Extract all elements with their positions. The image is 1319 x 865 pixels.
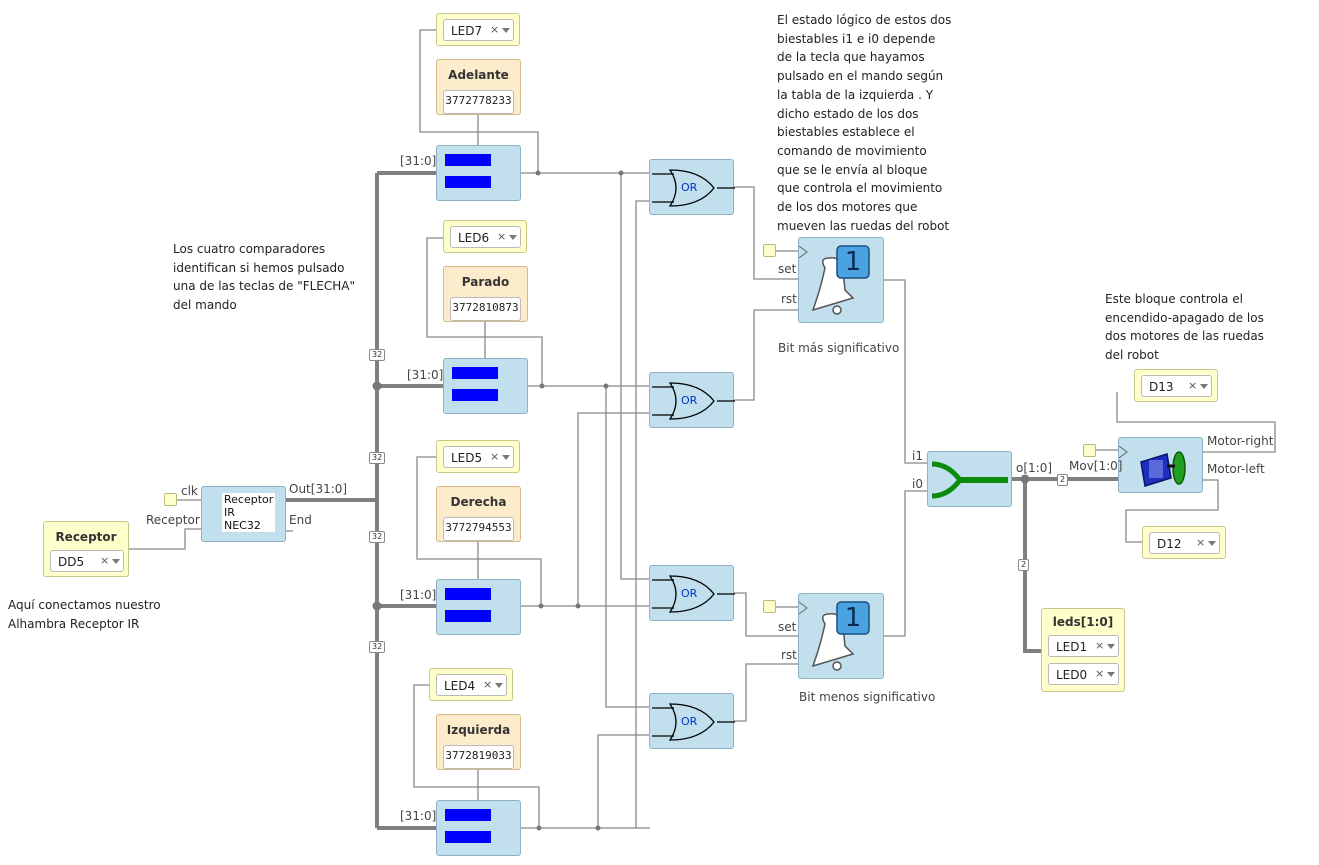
equals-icon bbox=[445, 831, 491, 843]
receptor-select[interactable]: DD5 × bbox=[50, 550, 124, 572]
motor-icon bbox=[1119, 445, 1186, 487]
comparator-4[interactable] bbox=[436, 800, 521, 856]
pin-leds[interactable]: leds[1:0] LED1 × LED0 × bbox=[1041, 608, 1125, 692]
or-gate-2[interactable]: OR bbox=[649, 372, 735, 428]
or-gate-icon bbox=[652, 575, 735, 613]
constant-adelante[interactable]: Adelante 3772778233 bbox=[436, 59, 521, 115]
ir-receiver-block[interactable]: Receptor IR NEC32 bbox=[201, 486, 286, 542]
equals-icon bbox=[445, 610, 491, 622]
constant-parado[interactable]: Parado 3772810873 bbox=[443, 266, 528, 322]
chevron-down-icon[interactable] bbox=[502, 28, 510, 33]
chevron-down-icon[interactable] bbox=[502, 455, 510, 460]
comparator-2[interactable] bbox=[443, 358, 528, 414]
or-gate-icon bbox=[652, 382, 735, 420]
equals-icon bbox=[452, 389, 498, 401]
remove-icon[interactable]: × bbox=[483, 678, 493, 691]
bus-width-tag: 32 bbox=[369, 349, 386, 361]
or-gate-3[interactable]: OR bbox=[649, 565, 735, 621]
motor-controller[interactable] bbox=[1118, 437, 1203, 493]
led7-select[interactable]: LED7 × bbox=[443, 19, 514, 41]
flipflop-msb-label: Bit más significativo bbox=[778, 341, 900, 355]
pin-d12[interactable]: D12 × bbox=[1142, 526, 1226, 559]
remove-icon[interactable]: × bbox=[1196, 536, 1206, 549]
equals-icon bbox=[445, 154, 491, 166]
bus-width-tag: 2 bbox=[1018, 559, 1030, 571]
bus-range-label: [31:0] bbox=[400, 588, 437, 602]
led6-select[interactable]: LED6 × bbox=[450, 226, 521, 248]
clk-pin[interactable] bbox=[763, 600, 776, 613]
comparator-3[interactable] bbox=[436, 579, 521, 635]
joiner-icon bbox=[931, 461, 1008, 499]
pin-led7[interactable]: LED7 × bbox=[436, 13, 520, 46]
note-flipflops: El estado lógico de estos dos biestables… bbox=[777, 13, 952, 233]
bus-width-tag: 32 bbox=[369, 531, 386, 543]
or-gate-icon bbox=[652, 703, 735, 741]
equals-icon bbox=[445, 176, 491, 188]
pin-receptor[interactable]: Receptor DD5 × bbox=[43, 521, 129, 577]
bell-icon bbox=[799, 245, 870, 315]
pin-led6[interactable]: LED6 × bbox=[443, 220, 527, 253]
equals-icon bbox=[445, 588, 491, 600]
constant-value-field[interactable]: 3772778233 bbox=[443, 90, 514, 114]
d13-select[interactable]: D13 × bbox=[1141, 375, 1212, 397]
led4-select[interactable]: LED4 × bbox=[436, 674, 507, 696]
constant-izquierda[interactable]: Izquierda 3772819033 bbox=[436, 714, 521, 770]
led0-select[interactable]: LED0 × bbox=[1048, 663, 1119, 685]
led1-select[interactable]: LED1 × bbox=[1048, 635, 1119, 657]
constant-derecha[interactable]: Derecha 3772794553 bbox=[436, 486, 521, 542]
chevron-down-icon[interactable] bbox=[1107, 672, 1115, 677]
led5-select[interactable]: LED5 × bbox=[443, 446, 514, 468]
equals-icon bbox=[452, 367, 498, 379]
note-motor: Este bloque controla el encendido-apagad… bbox=[1105, 292, 1264, 363]
chevron-down-icon[interactable] bbox=[495, 683, 503, 688]
remove-icon[interactable]: × bbox=[1095, 639, 1105, 652]
d12-select[interactable]: D12 × bbox=[1149, 532, 1220, 554]
equals-icon bbox=[445, 809, 491, 821]
flipflop-msb[interactable]: 1 bbox=[798, 237, 884, 323]
remove-icon[interactable]: × bbox=[1095, 667, 1105, 680]
constant-value-field[interactable]: 3772810873 bbox=[450, 297, 521, 321]
clk-pin[interactable] bbox=[1083, 444, 1096, 457]
remove-icon[interactable]: × bbox=[100, 554, 110, 567]
note-comparators: Los cuatro comparadores identifican si h… bbox=[173, 242, 356, 313]
or-gate-1[interactable]: OR bbox=[649, 159, 735, 215]
chevron-down-icon[interactable] bbox=[509, 235, 517, 240]
pin-led5[interactable]: LED5 × bbox=[436, 440, 520, 473]
remove-icon[interactable]: × bbox=[490, 450, 500, 463]
clk-pin[interactable] bbox=[164, 493, 177, 506]
bell-icon bbox=[799, 601, 870, 671]
flipflop-lsb-label: Bit menos significativo bbox=[799, 690, 936, 704]
bus-range-label: [31:0] bbox=[407, 368, 444, 382]
bus-width-tag: 2 bbox=[1057, 474, 1069, 486]
remove-icon[interactable]: × bbox=[490, 23, 500, 36]
remove-icon[interactable]: × bbox=[497, 230, 507, 243]
or-gate-icon bbox=[652, 169, 735, 207]
comparator-1[interactable] bbox=[436, 145, 521, 201]
bus-joiner[interactable] bbox=[927, 451, 1012, 507]
note-receptor: Aquí conectamos nuestro Alhambra Recepto… bbox=[8, 598, 161, 631]
chevron-down-icon[interactable] bbox=[1200, 384, 1208, 389]
chevron-down-icon[interactable] bbox=[112, 559, 120, 564]
chevron-down-icon[interactable] bbox=[1208, 541, 1216, 546]
flipflop-lsb[interactable]: 1 bbox=[798, 593, 884, 679]
constant-value-field[interactable]: 3772794553 bbox=[443, 517, 514, 541]
pin-d13[interactable]: D13 × bbox=[1134, 369, 1218, 402]
clk-pin[interactable] bbox=[763, 244, 776, 257]
bus-width-tag: 32 bbox=[369, 641, 386, 653]
bus-width-tag: 32 bbox=[369, 452, 386, 464]
bus-range-label: [31:0] bbox=[400, 154, 437, 168]
bus-range-label: [31:0] bbox=[400, 809, 437, 823]
or-gate-4[interactable]: OR bbox=[649, 693, 735, 749]
chevron-down-icon[interactable] bbox=[1107, 644, 1115, 649]
remove-icon[interactable]: × bbox=[1188, 379, 1198, 392]
constant-value-field[interactable]: 3772819033 bbox=[443, 745, 514, 769]
pin-led4[interactable]: LED4 × bbox=[429, 668, 513, 701]
